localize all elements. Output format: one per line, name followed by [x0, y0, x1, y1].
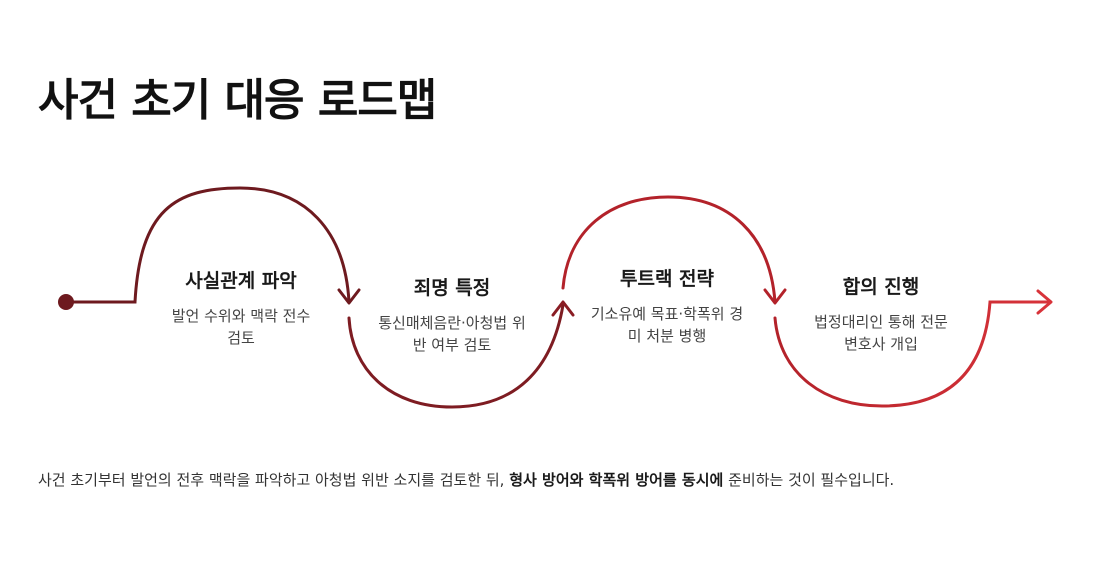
summary-after: 준비하는 것이 필수입니다. [723, 471, 895, 489]
step-4: 합의 진행 법정대리인 통해 전문 변호사 개입 [796, 272, 966, 355]
step-1-desc: 발언 수위와 맥락 전수 검토 [171, 307, 311, 347]
arrow-right-icon [1036, 289, 1053, 315]
path-segment-2 [347, 303, 565, 409]
step-2-desc: 통신매체음란·아청법 위반 여부 검토 [378, 314, 526, 354]
arrow-down-icon-3 [763, 288, 787, 305]
step-2: 죄명 특정 통신매체음란·아청법 위반 여부 검토 [367, 273, 537, 356]
step-1: 사실관계 파악 발언 수위와 맥락 전수 검토 [156, 266, 326, 349]
step-4-desc: 법정대리인 통해 전문 변호사 개입 [814, 313, 948, 353]
step-4-title: 합의 진행 [842, 276, 920, 298]
step-1-title: 사실관계 파악 [185, 270, 297, 292]
summary-before: 사건 초기부터 발언의 전후 맥락을 파악하고 아청법 위반 소지를 검토한 뒤… [38, 471, 510, 489]
step-3-desc: 기소유예 목표·학폭위 경미 처분 병행 [590, 305, 744, 345]
path-segment-3 [561, 195, 777, 304]
summary-emphasis: 형사 방어와 학폭위 방어를 동시에 [509, 471, 724, 489]
step-3-title: 투트랙 전략 [619, 268, 714, 290]
step-3: 투트랙 전략 기소유예 목표·학폭위 경미 처분 병행 [582, 264, 752, 347]
arrow-down-icon-1 [337, 288, 361, 305]
path-segment-4 [773, 300, 1052, 408]
arrow-up-icon-2 [551, 300, 575, 317]
summary-text: 사건 초기부터 발언의 전후 맥락을 파악하고 아청법 위반 소지를 검토한 뒤… [38, 469, 1078, 490]
page-title: 사건 초기 대응 로드맵 [38, 75, 437, 126]
path-segment-1 [64, 186, 351, 304]
step-2-title: 죄명 특정 [413, 277, 491, 299]
